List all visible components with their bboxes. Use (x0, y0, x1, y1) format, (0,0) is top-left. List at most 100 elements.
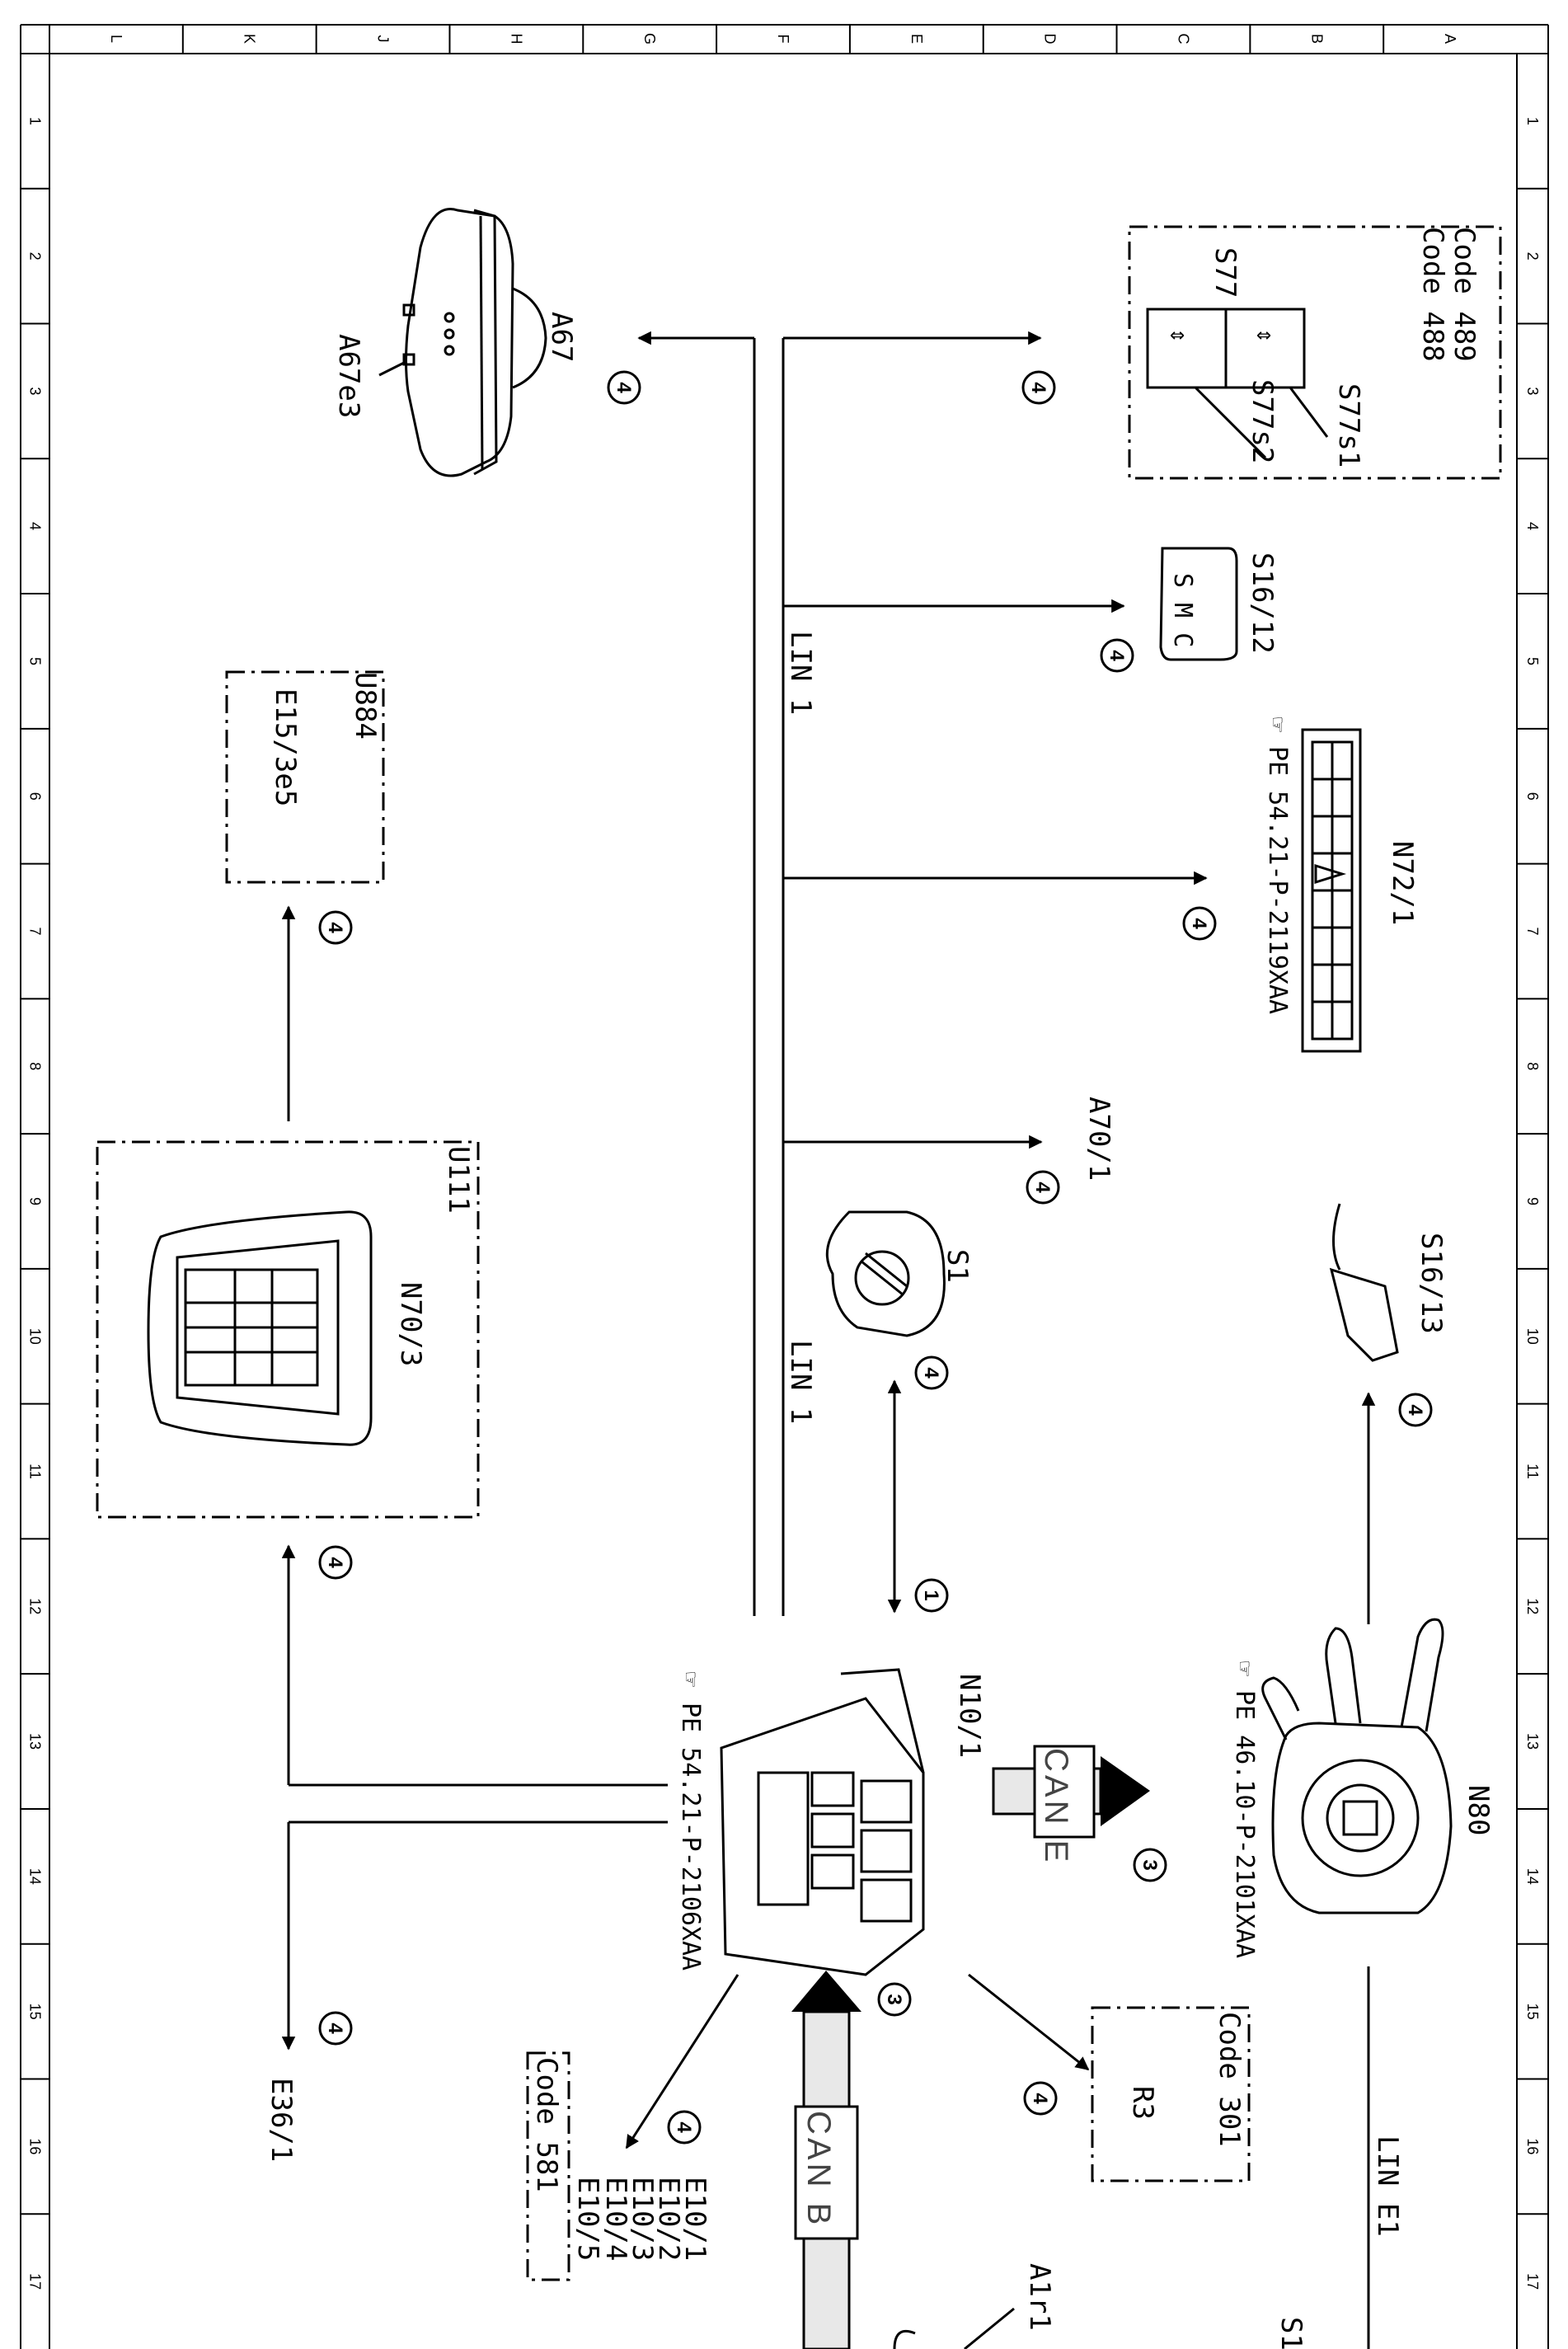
column-letter: B (1308, 34, 1325, 44)
row-number: 13 (1524, 1733, 1541, 1750)
circled-marker-4: 4 (318, 910, 353, 945)
n80-ref: PE 46.10-P-2101XAA (1230, 1690, 1259, 1958)
a70-1-label: A70/1 (1082, 1097, 1115, 1181)
s77-icon-upper: ⇕ (1164, 328, 1193, 343)
svg-text:4: 4 (324, 2022, 346, 2034)
e15-3e5-label: E15/3e5 (269, 688, 302, 806)
column-letter: D (1042, 34, 1059, 45)
circled-marker-1: 1 (914, 1578, 949, 1613)
circled-marker-4: 4 (318, 2011, 353, 2046)
circled-marker-4: 4 (1023, 2081, 1058, 2116)
n80-ref-icon: ☞ (1230, 1661, 1259, 1676)
n72-1-ref: PE 54.21-P-2119XAA (1263, 746, 1292, 1014)
can-b-bus: CAN B (791, 1971, 861, 2349)
row-number: 13 (27, 1733, 44, 1750)
s77s2-label: S77s2 (1246, 379, 1279, 463)
e10-1-label: E10/1 (678, 2177, 711, 2261)
n70-3-label: N70/3 (394, 1282, 427, 1366)
s16-12-switch: S M C (1159, 547, 1238, 661)
r3-code: Code 301 (1213, 2012, 1246, 2147)
s77-icon-lower: ⇕ (1251, 328, 1279, 343)
column-letter: C (1175, 34, 1191, 45)
svg-text:4: 4 (324, 922, 346, 933)
n10-1-module (720, 1668, 925, 1976)
u884-label: U884 (349, 672, 382, 740)
row-number: 1 (27, 117, 44, 125)
row-number: 12 (1524, 1598, 1541, 1614)
row-number: 5 (1524, 657, 1541, 665)
circled-marker-4: 4 (1100, 638, 1134, 673)
e10-3-label: E10/3 (626, 2177, 659, 2261)
code-488-label: Code 488 (1416, 227, 1449, 362)
circled-marker-4: 4 (607, 370, 641, 405)
svg-text:4: 4 (1106, 650, 1128, 661)
row-number: 11 (1524, 1463, 1541, 1479)
svg-text:4: 4 (1188, 918, 1210, 929)
row-number: 14 (27, 1868, 44, 1885)
column-letter: L (108, 35, 124, 43)
e10-5-label: E10/5 (571, 2177, 604, 2261)
circled-marker-3: 3 (877, 1982, 912, 2017)
svg-text:3: 3 (883, 1994, 905, 2004)
svg-text:1: 1 (920, 1590, 942, 1600)
n70-3-overhead-unit (147, 1210, 373, 1446)
n10-1-ref-icon: ☞ (676, 1672, 705, 1687)
svg-text:4: 4 (1031, 1182, 1054, 1193)
a1r1-label: A1r1 (1023, 2263, 1056, 2331)
row-number: 5 (27, 657, 44, 665)
bus-lines (281, 331, 1376, 2349)
n80-steering-module (1261, 1618, 1453, 1914)
column-letter: K (242, 34, 258, 44)
row-number: 8 (27, 1062, 44, 1070)
column-letter: F (775, 35, 791, 44)
n72-1-label: N72/1 (1386, 841, 1419, 925)
row-number: 7 (1524, 927, 1541, 935)
row-number: 8 (1524, 1062, 1541, 1070)
can-e-bus: CAN E (992, 1745, 1150, 1865)
row-number: 4 (1524, 522, 1541, 530)
s16-13-stalk (1329, 1203, 1399, 1362)
svg-text:4: 4 (1404, 1404, 1426, 1416)
e10-4-label: E10/4 (599, 2177, 632, 2261)
row-number: 10 (27, 1328, 44, 1345)
n80-label: N80 (1462, 1785, 1495, 1835)
circled-marker-4: 4 (1026, 1170, 1060, 1205)
lin1-label-upper: LIN 1 (784, 631, 817, 715)
e10-2-label: E10/2 (652, 2177, 685, 2261)
e10-code-box (526, 2051, 570, 2281)
circled-marker-4: 4 (318, 1545, 353, 1580)
can-e-label: CAN E (1038, 1748, 1074, 1865)
circled-marker-4: 4 (1021, 370, 1056, 405)
n72-1-panel (1301, 728, 1362, 1053)
row-number: 15 (1524, 2004, 1541, 2020)
lin1-label-lower: LIN 1 (784, 1340, 817, 1424)
column-letter: E (908, 34, 925, 44)
row-number: 9 (1524, 1197, 1541, 1205)
circled-marker-4: 4 (667, 2110, 702, 2145)
s77-switch-group: ⇕ ⇕ (1128, 225, 1502, 480)
row-number: 2 (1524, 252, 1541, 261)
e36-1-label: E36/1 (265, 2078, 298, 2162)
circled-marker-4: 4 (1398, 1393, 1433, 1427)
row-number: 7 (27, 927, 44, 935)
a1r1-leader (964, 2307, 1015, 2349)
s16-12-icon-text: S M C (1168, 573, 1197, 647)
row-number: 6 (1524, 792, 1541, 801)
row-number: 17 (1524, 2273, 1541, 2290)
e10-code: Code 581 (530, 2057, 563, 2192)
column-letter: J (375, 35, 392, 43)
svg-text:3: 3 (1138, 1859, 1161, 1870)
u111-label: U111 (442, 1146, 475, 1214)
row-number: 10 (1524, 1328, 1541, 1345)
lin-e1-label: LIN E1 (1371, 2135, 1404, 2237)
row-number: 3 (27, 387, 44, 395)
n10-1-ref: PE 54.21-P-2106XAA (676, 1703, 705, 1971)
row-number: 17 (27, 2273, 44, 2290)
u111-group (96, 1140, 480, 1519)
s-partial-label: S1 (1275, 2317, 1307, 2349)
